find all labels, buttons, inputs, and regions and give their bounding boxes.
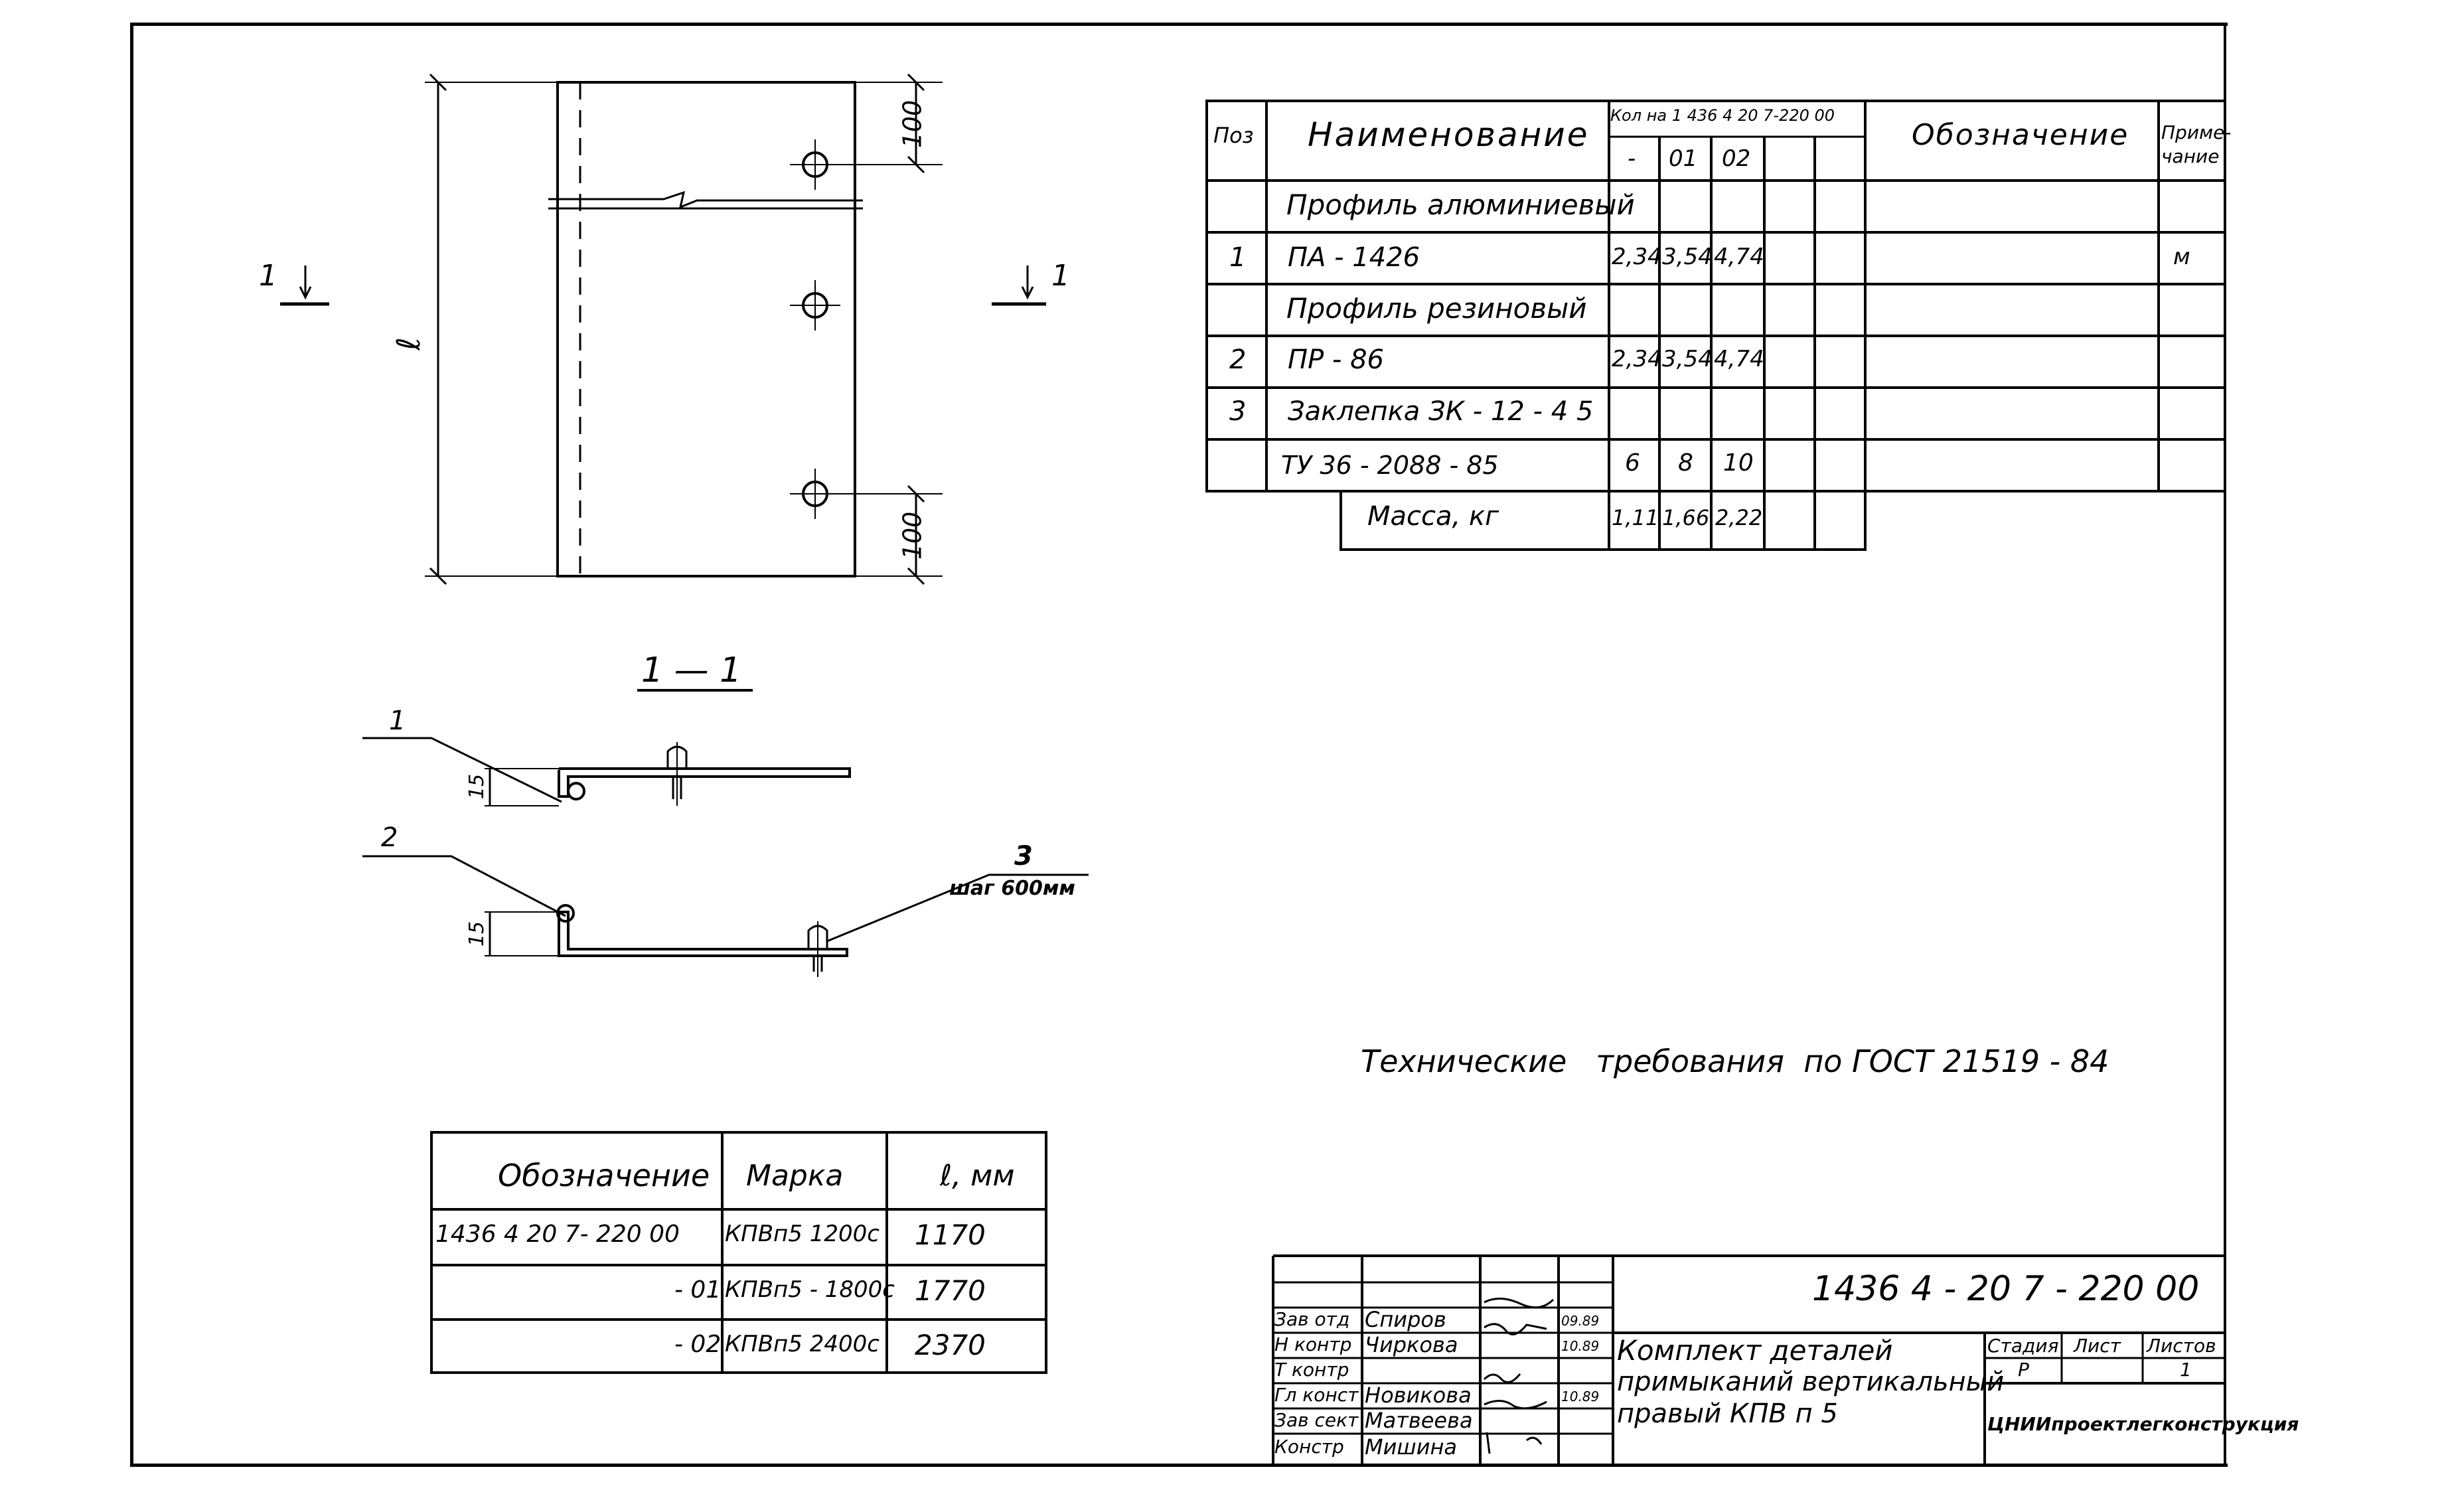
mass-label: Масса, кг [1367,501,1499,532]
stamp-name: Матвеева [1365,1408,1473,1433]
stamp-doc-number: 1436 4 - 20 7 - 220 00 [1812,1269,2200,1309]
spec-row-q3: 4,74 [1714,346,1764,372]
spec-header-qty: Кол на 1 436 4 20 7-220 00 [1610,106,1835,125]
section-title: 1 — 1 [641,650,742,690]
drawing-frame [130,23,2228,1467]
spec-row-name: ПР - 86 [1288,344,1384,375]
spec-header-note: Приме- чание [2161,121,2232,167]
spec-row-name: ПА - 1426 [1288,242,1420,273]
spec-row-name: Заклепка ЗК - 12 - 4 5 [1288,396,1594,427]
spec-sub-2: 02 [1722,145,1751,172]
stamp-role: Зав отд [1274,1308,1350,1330]
spec-header-pos: Поз [1213,123,1254,148]
spec-row-name: Профиль резиновый [1286,292,1587,325]
spec-row-note: м [2173,244,2190,270]
spec-header-name: Наименование [1308,115,1590,154]
panel-outline [556,81,856,577]
stamp-stage-value: Р [2018,1359,2029,1381]
callout-3: 3 [1014,841,1033,871]
stamp-title-line-1: Комплект деталей [1617,1334,1893,1367]
spec-row-q1: 6 [1625,449,1640,477]
stamp-sheets-value: 1 [2180,1359,2192,1381]
variant-code: - 02 [674,1331,722,1358]
variant-code: 1436 4 20 7- 220 00 [435,1221,680,1248]
section-mark-left: 1 [259,259,277,293]
spec-row-q2: 3,54 [1662,346,1713,372]
stamp-name: Новикова [1365,1383,1472,1408]
variants-header-mark: Марка [746,1159,844,1193]
stamp-sheets-label: Листов [2147,1335,2216,1357]
spec-sub-0: - [1628,145,1636,172]
stamp-title-line-3: правый КПВ п 5 [1617,1399,1838,1429]
rivet-step-label: шаг 600мм [949,877,1075,900]
spec-row-pos: 1 [1229,242,1247,273]
stamp-role: Констр [1274,1436,1344,1458]
variant-mark: КПВп5 1200с [725,1221,880,1247]
variant-length: 1770 [915,1274,986,1307]
stamp-name: Чиркова [1365,1332,1458,1357]
stamp-role: Н контр [1274,1333,1352,1355]
spec-row-pos: 2 [1229,344,1247,375]
spec-row-q3: 4,74 [1714,244,1764,270]
mass-value-0: 1,11 [1612,505,1659,530]
spec-row-name: ТУ 36 - 2088 - 85 [1281,451,1499,480]
callout-1: 1 [389,706,406,736]
stamp-role: Гл конст [1274,1384,1359,1406]
drawing-frame-right [2224,23,2226,1323]
variants-header-length: ℓ, мм [940,1159,1015,1193]
stamp-date: 09.89 [1561,1313,1600,1329]
spec-header-code: Обозначение [1912,118,2129,152]
spec-row-q1: 2,34 [1612,244,1662,270]
technical-requirements: Технические требования по ГОСТ 21519 - 8… [1361,1043,2109,1079]
stamp-stage-label: Стадия [1987,1335,2059,1357]
variants-header-code: Обозначение [498,1158,710,1193]
stamp-organization: ЦНИИпроектлегконструкция [1987,1413,2299,1435]
variant-mark: КПВп5 - 1800с [725,1276,895,1303]
stamp-name: Мишина [1365,1434,1458,1460]
callout-2: 2 [381,822,398,853]
variant-length: 1170 [915,1219,986,1251]
stamp-date: 10.89 [1561,1338,1600,1354]
variant-code: - 01 [674,1276,722,1304]
spec-row-pos: 3 [1229,396,1247,427]
variant-mark: КПВп5 2400с [725,1331,880,1357]
spec-row-q2: 3,54 [1662,244,1713,270]
stamp-date: 10.89 [1561,1389,1600,1404]
section-mark-right: 1 [1051,259,1070,293]
spec-row-q1: 2,34 [1612,346,1662,372]
spec-row-name: Профиль алюминиевый [1286,189,1635,221]
spec-row-q3: 10 [1723,449,1754,477]
mass-value-1: 1,66 [1662,505,1710,530]
mass-value-2: 2,22 [1715,505,1763,530]
stamp-role: Зав сект [1274,1409,1359,1431]
stamp-title-line-2: примыканий вертикальный [1617,1367,2005,1397]
spec-sub-1: 01 [1669,145,1698,172]
stamp-sheet-label: Лист [2074,1335,2121,1357]
variant-length: 2370 [915,1329,986,1361]
stamp-name: Спиров [1365,1307,1446,1332]
spec-row-q2: 8 [1678,449,1693,477]
stamp-role: Т контр [1274,1359,1349,1381]
